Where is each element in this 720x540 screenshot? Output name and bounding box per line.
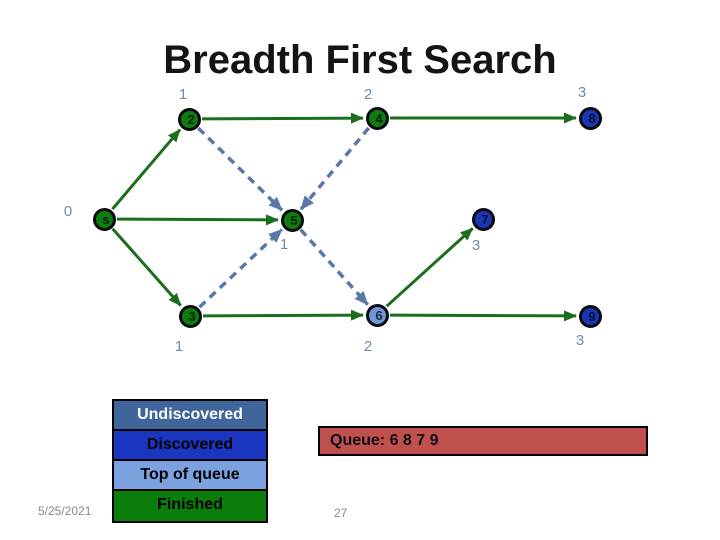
node-id-label: 7 [481, 211, 489, 227]
dist-label-s: 0 [63, 203, 73, 220]
graph-node-8: 8 [578, 106, 602, 130]
edge-4-5 [299, 126, 371, 211]
dist-label-9: 3 [575, 332, 585, 349]
dist-label-5: 1 [279, 236, 289, 253]
graph-node-9: 9 [578, 304, 602, 328]
node-id-label: 5 [290, 212, 298, 228]
edge-3-6 [202, 309, 364, 321]
graph-node-2: 2 [177, 107, 201, 131]
edge-6-7 [385, 227, 474, 308]
graph-node-7: 7 [471, 207, 495, 231]
dist-label-6: 2 [363, 338, 373, 355]
dist-label-2: 1 [178, 86, 188, 103]
legend-item-finished: Finished [114, 491, 266, 521]
node-id-label: 8 [588, 110, 596, 126]
graph-node-5: 5 [280, 208, 304, 232]
node-id-label: 4 [375, 110, 383, 126]
dist-label-4: 2 [363, 86, 373, 103]
node-id-label: s [102, 211, 110, 227]
node-id-label: 2 [187, 111, 195, 127]
slide-title: Breadth First Search [163, 38, 557, 82]
queue-status-box: Queue: 6 8 7 9 [318, 426, 648, 456]
edge-s-3 [111, 227, 182, 307]
graph-node-6: 6 [365, 303, 389, 327]
dist-label-7: 3 [471, 237, 481, 254]
node-id-label: 6 [375, 307, 383, 323]
graph-node-3: 3 [178, 304, 202, 328]
node-id-label: 3 [188, 308, 196, 324]
dist-label-3: 1 [174, 338, 184, 355]
graph-node-s: s [92, 207, 116, 231]
edge-s-2 [111, 128, 182, 211]
legend-item-undiscovered: Undiscovered [114, 401, 266, 431]
legend: Undiscovered Discovered Top of queue Fin… [112, 399, 268, 523]
dist-label-8: 3 [577, 84, 587, 101]
edge-2-4 [201, 112, 364, 124]
edge-6-9 [389, 310, 577, 322]
edge-2-5 [197, 126, 284, 212]
node-id-label: 9 [588, 308, 596, 324]
edge-s-5 [116, 214, 279, 226]
slide-date: 5/25/2021 [38, 504, 92, 518]
legend-item-discovered: Discovered [114, 431, 266, 461]
edge-5-6 [299, 228, 370, 306]
slide-page-number: 27 [334, 506, 348, 520]
edge-3-5 [198, 228, 283, 309]
graph-node-4: 4 [365, 106, 389, 130]
legend-item-top-of-queue: Top of queue [114, 461, 266, 491]
